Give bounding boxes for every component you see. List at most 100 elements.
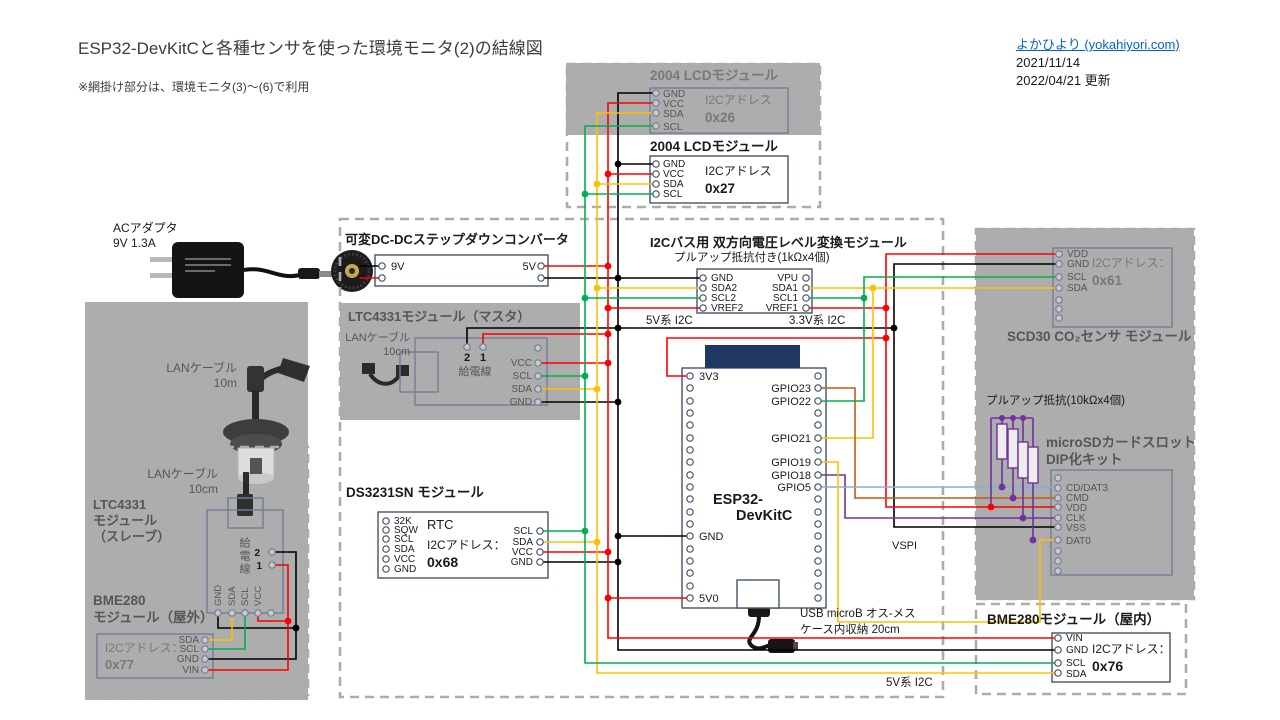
feed-label: 給電線 — [459, 364, 492, 378]
ds3231-title: DS3231SN モジュール — [346, 485, 484, 500]
ltc-slave-title: LTC4331 — [93, 497, 146, 512]
ac-adapter-photo — [150, 242, 332, 298]
pin-label: 32K — [394, 516, 412, 527]
pin-label: VCC — [511, 358, 532, 369]
feed-label-vertical: 給電線 — [238, 537, 250, 576]
net-5v — [205, 102, 1058, 671]
pin-label: SCL — [180, 644, 200, 655]
net-gnd — [205, 92, 1059, 660]
esp32-box — [681, 367, 827, 609]
bme-indoor-title: BME280モジュール（屋内） — [987, 611, 1160, 627]
bus-5v-label: 5V系 I2C — [646, 314, 693, 327]
pin-label: 3V3 — [699, 371, 719, 383]
feed-pin-2: 2 — [464, 352, 470, 364]
lcd2-addr: 0x27 — [705, 181, 735, 196]
bus-33v-label: 3.3V系 I2C — [789, 314, 845, 327]
pin-label: GND — [177, 654, 199, 665]
pin-label: GND — [1067, 259, 1089, 270]
bme-outdoor-addr-label: I2Cアドレス： — [105, 641, 184, 655]
bme-indoor-box — [1051, 632, 1171, 683]
pin-label: GND — [663, 159, 685, 170]
net-sda — [205, 112, 1059, 674]
pin-label: SDA — [178, 635, 199, 646]
lan-10m-label: 10m — [214, 376, 237, 390]
vspi-label: VSPI — [892, 540, 917, 552]
pin-label: VCC — [663, 169, 684, 180]
pin-label: GPIO5 — [777, 482, 811, 494]
usb-cable-label: ケース内収納 20cm — [800, 622, 900, 636]
scd30-addr-label: I2Cアドレス： — [1092, 256, 1171, 270]
pin-label: SDA — [512, 537, 533, 548]
dc-jack-photo — [331, 250, 373, 292]
pin-label: SCL — [1066, 658, 1086, 669]
page-note: ※網掛け部分は、環境モニタ(3)～(6)で利用 — [78, 80, 310, 94]
esp32-name: ESP32- — [713, 492, 763, 508]
shade-right-column — [976, 228, 1194, 600]
pin-label: VIN — [182, 665, 199, 676]
pin-label: GND — [394, 564, 416, 575]
enclosure-outdoor — [88, 445, 310, 697]
dashed-enclosures — [88, 62, 1196, 699]
junction-dots — [284, 160, 1037, 632]
pin-label: VCC — [512, 547, 533, 558]
module-boxes — [96, 87, 1173, 683]
pin-label: GND — [663, 89, 685, 100]
microsd-box — [1050, 469, 1173, 576]
pin-label: GND — [711, 273, 733, 284]
pin-label: SDA — [663, 179, 684, 190]
bme-indoor-addr-label: I2Cアドレス： — [1092, 642, 1171, 656]
date-updated: 2022/04/21 更新 — [1016, 73, 1111, 88]
pin-label: GPIO21 — [771, 433, 811, 445]
bme-outdoor-addr: 0x77 — [105, 657, 134, 672]
site-link[interactable]: よかひより (yokahiyori.com) — [1016, 37, 1180, 52]
pin-label: SQW — [394, 525, 418, 536]
pin-label: SCL — [240, 588, 251, 606]
pin-label: CLK — [1066, 513, 1086, 524]
pin-label: GPIO18 — [771, 470, 811, 482]
ac-adapter-label: 9V 1.3A — [113, 236, 156, 250]
net-spi — [818, 387, 1058, 623]
credit-block: よかひより (yokahiyori.com) 2021/11/14 2022/0… — [1016, 36, 1180, 90]
date-created: 2021/11/14 — [1016, 55, 1081, 70]
pin-label: GPIO23 — [771, 383, 811, 395]
pin-label: SCL2 — [711, 293, 736, 304]
pin-label: SCL — [663, 189, 683, 200]
pin-label: CD/DAT3 — [1066, 483, 1108, 494]
scd30-title: SCD30 CO₂センサ モジュール — [1007, 329, 1192, 344]
dcdc-title: 可変DC-DCステップダウンコンバータ — [345, 232, 569, 247]
pullup-resistor — [1027, 446, 1039, 484]
enclosure-right — [974, 227, 1196, 601]
lcd2-addr-label: I2Cアドレス — [705, 164, 772, 178]
labels: 2004 LCDモジュール GND VCC SDA SCL I2Cアドレス 0x… — [93, 68, 1196, 689]
ac-adapter-label: ACアダプタ — [113, 220, 178, 235]
lcd1-addr: 0x26 — [705, 110, 736, 125]
pin-label: GND — [511, 557, 533, 568]
dcdc-input-label: 9V — [391, 261, 405, 273]
esp32-name: DevKitC — [736, 508, 793, 524]
pin-label: GND — [510, 397, 532, 408]
pullup-resistor — [996, 423, 1008, 460]
pin-label: SDA — [663, 109, 684, 120]
pin-label: SCL — [514, 526, 534, 537]
lcd1-title: 2004 LCDモジュール — [650, 68, 779, 83]
pin-label: SDA2 — [711, 283, 738, 294]
pullup-label: プルアップ抵抗(10kΩx4個) — [986, 393, 1125, 407]
microsd-title: microSDカードスロット — [1046, 435, 1196, 450]
pin-label: GND — [699, 531, 724, 543]
pin-label: GND — [213, 585, 224, 606]
enclosure-lcd — [565, 62, 822, 209]
lan-10cm-label: LANケーブル — [147, 466, 218, 481]
lcd2-title: 2004 LCDモジュール — [650, 139, 779, 154]
bme-outdoor-title: モジュール（屋外） — [93, 609, 214, 625]
bus-5v-bottom-label: 5V系 I2C — [886, 676, 933, 689]
pullup-resistor — [1017, 441, 1029, 479]
lcd1-addr-label: I2Cアドレス — [705, 93, 772, 107]
ltc-master-rj45 — [399, 351, 439, 393]
dcdc-output-label: 5V — [523, 261, 537, 273]
ds3231-box — [377, 511, 549, 579]
bme-outdoor-box — [96, 633, 214, 679]
pin-label: SCL — [1067, 272, 1087, 283]
pin-label: SDA — [394, 544, 415, 555]
pin-label: DAT0 — [1066, 536, 1091, 547]
